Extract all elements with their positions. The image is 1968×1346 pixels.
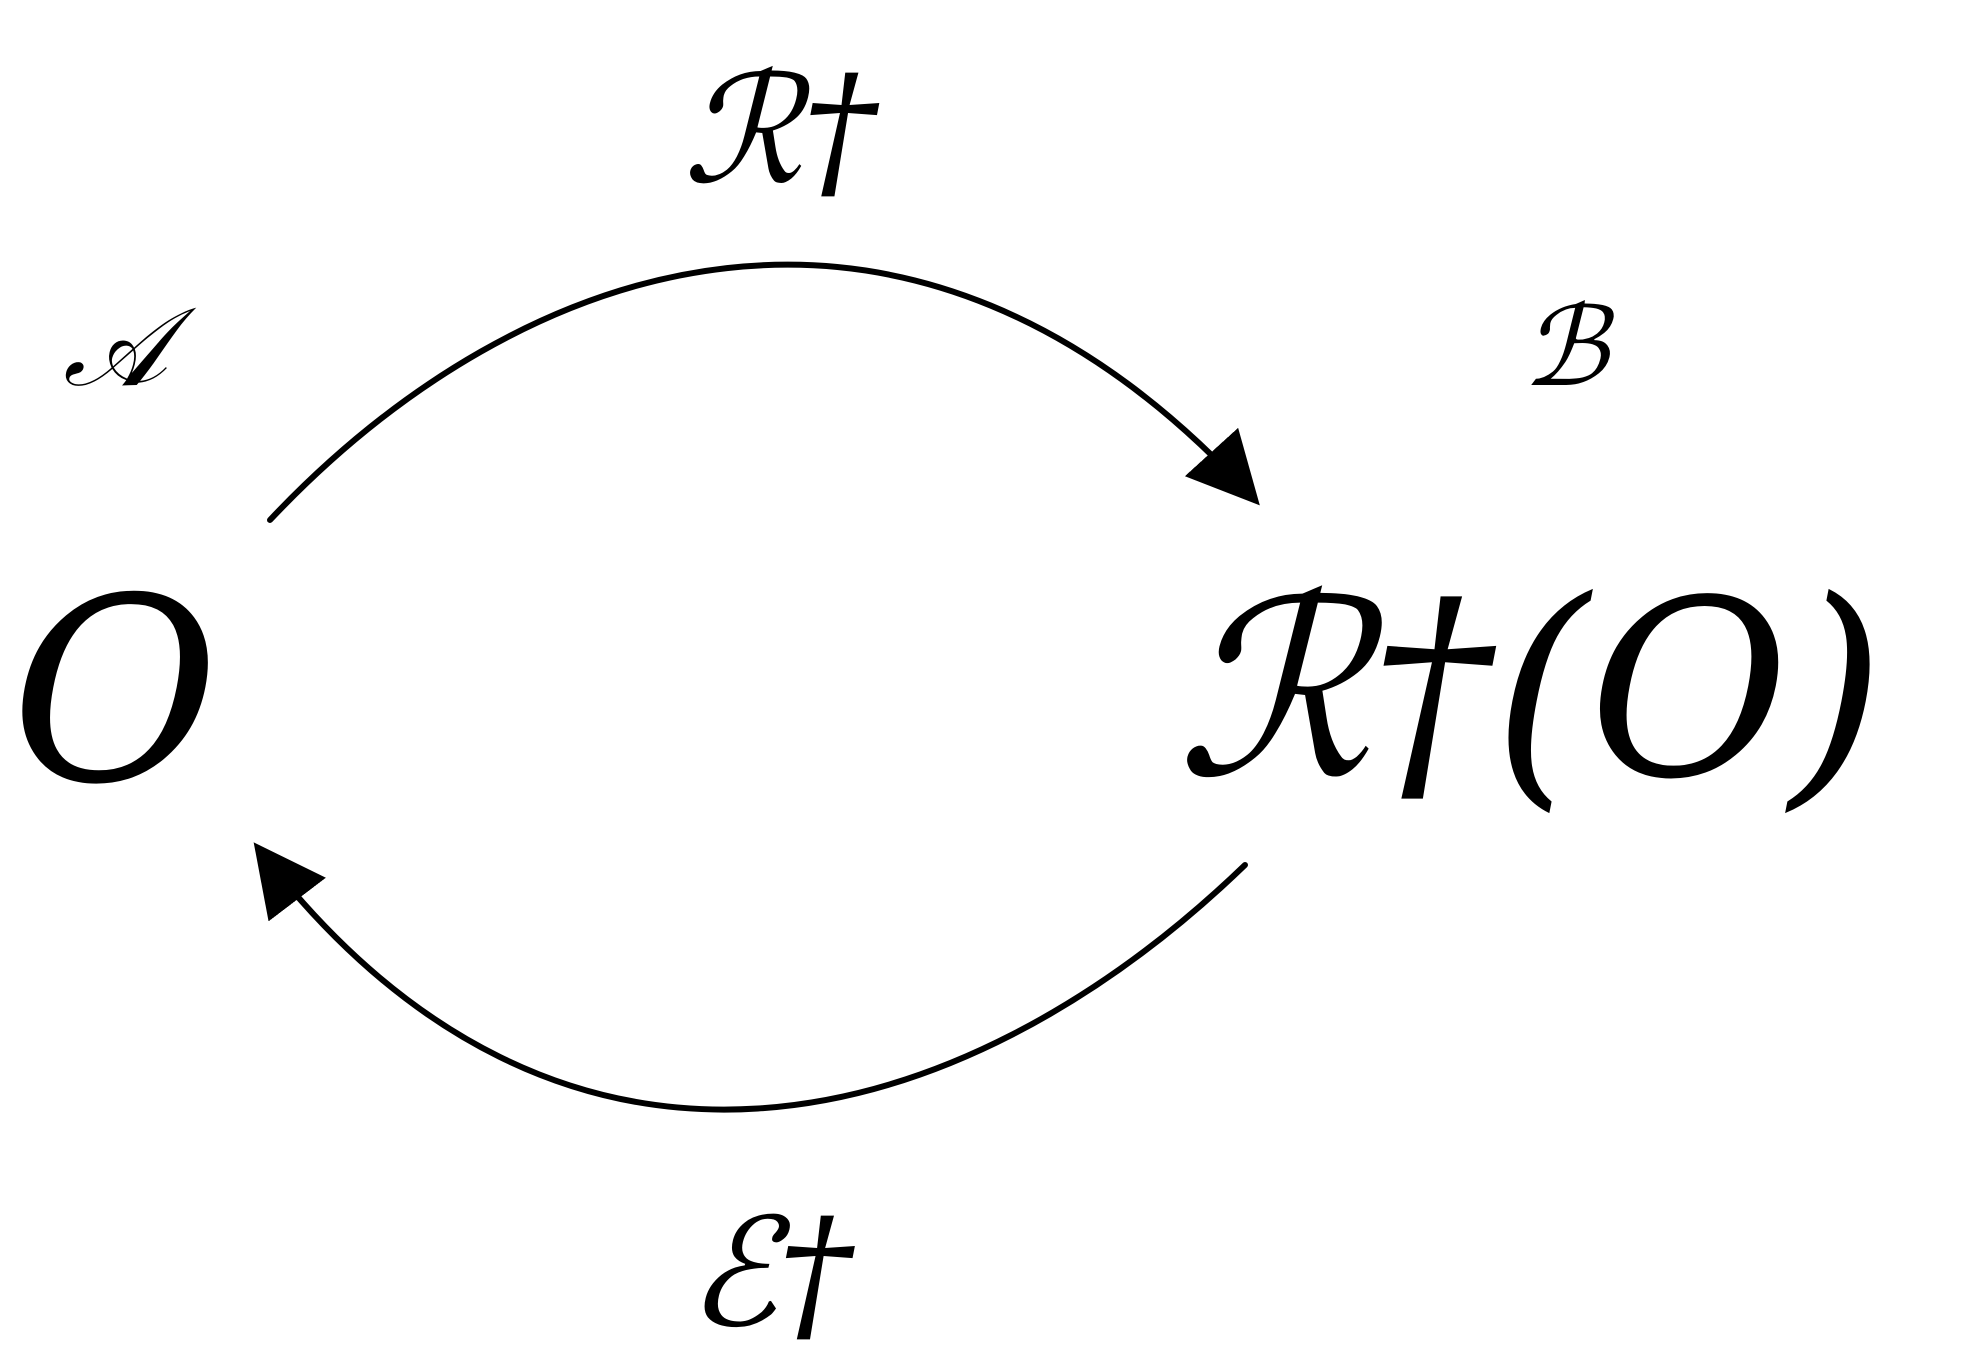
right-object-label: ℛ†(O) [1175,548,1885,833]
bottom-arrow-label: ℰ† [687,1187,855,1346]
top-arrow [267,261,1260,523]
left-object-label: O [10,544,219,841]
right-space-label: ℬ [1522,283,1615,411]
bottom-arrow [253,842,1248,1113]
top-arrow-label: ℛ† [683,44,880,218]
left-space-label: 𝒜 [63,283,197,411]
